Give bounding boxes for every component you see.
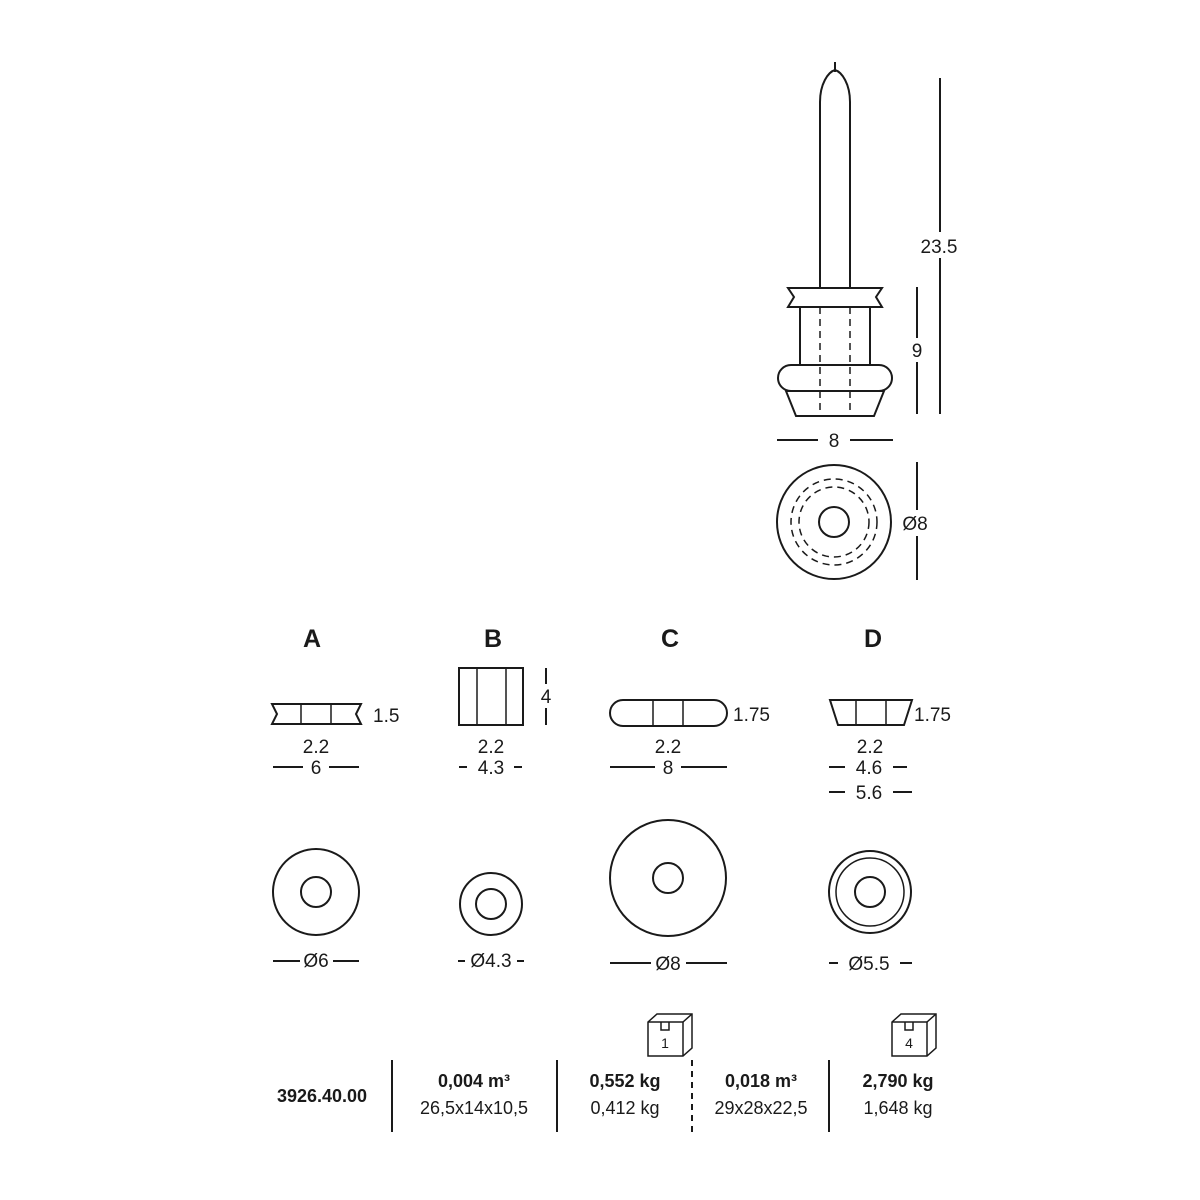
single-dimensions: 26,5x14x10,5 <box>420 1098 528 1118</box>
box-icon: 1 <box>647 1013 693 1057</box>
assembled-side-view: 23.5 9 8 <box>777 62 963 452</box>
base-d <box>784 390 886 417</box>
assembled-width-label: 8 <box>829 431 840 452</box>
master-volume: 0,018 m³ <box>725 1071 797 1091</box>
sleeve-b <box>799 306 871 366</box>
master-box-count: 4 <box>905 1035 913 1051</box>
assembled-diameter-label: Ø8 <box>902 514 927 535</box>
master-dimensions: 29x28x22,5 <box>714 1098 807 1118</box>
part-d-diameter-label: Ø5.5 <box>848 954 889 975</box>
master-gross-weight: 2,790 kg <box>862 1071 933 1091</box>
holder-height-label: 9 <box>912 341 923 362</box>
candle <box>819 68 851 288</box>
part-d-inner-label: 2.2 <box>857 737 883 758</box>
part-c-height-label: 1.75 <box>733 705 770 726</box>
master-net-weight: 1,648 kg <box>863 1098 932 1118</box>
part-a-height-label: 1.5 <box>373 706 399 727</box>
part-c-letter: C <box>661 625 679 653</box>
part-d-width2-label: 5.6 <box>856 783 882 804</box>
part-b-inner-label: 2.2 <box>478 737 504 758</box>
part-d-height-label: 1.75 <box>914 705 951 726</box>
part-d-letter: D <box>864 625 882 653</box>
single-volume: 0,004 m³ <box>438 1071 510 1091</box>
part-d: D 1.75 2.2 4.6 5.6 Ø5.5 <box>828 625 951 975</box>
part-b-height-label: 4 <box>541 687 552 708</box>
assembled-top-view: Ø8 <box>776 462 938 580</box>
part-a-letter: A <box>303 625 321 653</box>
part-c: C 1.75 2.2 8 Ø8 <box>609 625 770 975</box>
part-c-diameter-label: Ø8 <box>655 954 680 975</box>
tariff-code: 3926.40.00 <box>277 1086 367 1106</box>
part-b-letter: B <box>484 625 502 653</box>
part-a: A 1.5 2.2 6 Ø6 <box>270 625 399 972</box>
part-c-inner-label: 2.2 <box>655 737 681 758</box>
single-net-weight: 0,412 kg <box>590 1098 659 1118</box>
part-b-diameter-label: Ø4.3 <box>470 951 511 972</box>
single-gross-weight: 0,552 kg <box>589 1071 660 1091</box>
part-b-width-label: 4.3 <box>478 758 504 779</box>
part-a-inner-label: 2.2 <box>303 737 329 758</box>
total-height-label: 23.5 <box>921 237 958 258</box>
part-b: B 4 2.2 4.3 Ø4.3 <box>458 625 554 972</box>
part-d-width-label: 4.6 <box>856 758 882 779</box>
part-a-width-label: 6 <box>311 758 322 779</box>
part-c-width-label: 8 <box>663 758 674 779</box>
packaging-info: 3926.40.00 0,004 m³ 26,5x14x10,5 1 0,552… <box>277 1013 937 1132</box>
part-a-diameter-label: Ø6 <box>303 951 328 972</box>
disc-c <box>777 364 893 392</box>
ring-a <box>786 287 884 308</box>
box-icon: 4 <box>891 1013 937 1057</box>
single-box-count: 1 <box>661 1035 669 1051</box>
